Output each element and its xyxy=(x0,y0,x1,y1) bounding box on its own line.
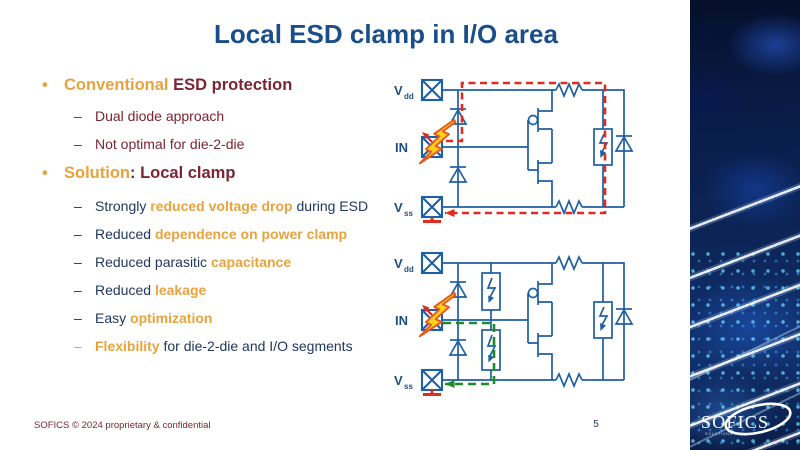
power-clamp-icon xyxy=(593,90,613,207)
text-run: Reduced parasitic xyxy=(95,254,211,270)
esd-diode-to-vss xyxy=(448,339,468,356)
page-number: 5 xyxy=(593,419,599,430)
bullet-not-optimal: – Not optimal for die-2-die xyxy=(42,134,394,154)
text-run: Flexibility xyxy=(95,338,160,354)
lightning-bolt-icon xyxy=(418,291,457,338)
power-clamp-icon xyxy=(593,263,613,380)
text-run: Strongly xyxy=(95,198,151,214)
pad-labels: V dd IN V ss xyxy=(394,256,414,391)
vss-pad-icon xyxy=(420,368,444,392)
footer-copyright: SOFICS © 2024 proprietary & confidential xyxy=(34,420,211,431)
local-clamp-circuit-diagram: V dd IN V ss xyxy=(394,251,634,396)
vdd-label-sub: dd xyxy=(404,92,414,101)
vss-label: V xyxy=(394,373,403,388)
esd-current-path-green xyxy=(443,321,496,388)
conventional-esd-circuit-diagram: V dd IN V ss xyxy=(394,78,634,223)
text-run: for die-2-die and I/O segments xyxy=(159,338,353,354)
logo-swoosh-icon xyxy=(724,402,792,436)
text-run: Easy xyxy=(95,310,131,326)
bullet-optimization: – Easy optimization xyxy=(42,308,394,328)
vss-label-sub: ss xyxy=(404,209,413,218)
vdd-label-sub: dd xyxy=(404,265,414,274)
bullet-voltage-drop: – Strongly reduced voltage drop during E… xyxy=(42,196,394,216)
text-run: Reduced xyxy=(95,226,155,242)
in-label: IN xyxy=(395,140,408,155)
ground-icon xyxy=(423,390,441,396)
bullet-flexibility: – Flexibility for die-2-die and I/O segm… xyxy=(42,336,394,356)
vss-label: V xyxy=(394,200,403,215)
right-diode-icon xyxy=(614,135,634,152)
text-run: during ESD xyxy=(292,198,369,214)
circuit-board-photo: SOFICS SOLUTIONS FOR ICS xyxy=(690,0,800,450)
text-run: Not optimal for die-2-die xyxy=(95,136,245,152)
vdd-pad-icon xyxy=(420,78,444,102)
dash-marker: – xyxy=(74,282,82,298)
text-run: Dual diode approach xyxy=(95,108,225,124)
text-run: optimization xyxy=(130,310,213,326)
rail-resistor-bottom xyxy=(555,198,583,216)
dash-marker: – xyxy=(74,310,82,326)
esd-current-path-red xyxy=(422,81,607,217)
text-run: reduced voltage drop xyxy=(150,198,293,214)
dash-marker: – xyxy=(74,338,82,354)
text-run: : Local clamp xyxy=(129,164,236,182)
bullet-conventional: • Conventional ESD protection xyxy=(42,74,394,96)
right-diode-icon xyxy=(614,308,634,325)
bullet-solution: • Solution: Local clamp xyxy=(42,162,394,184)
dash-marker: – xyxy=(74,198,82,214)
slide-title: Local ESD clamp in I/O area xyxy=(214,19,558,49)
dash-marker: – xyxy=(74,108,82,124)
logo-text: SOFICS xyxy=(701,412,769,432)
bullet-leakage: – Reduced leakage xyxy=(42,280,394,300)
rail-resistor-top xyxy=(555,254,583,272)
cmos-inverter-icon xyxy=(527,90,553,207)
dash-marker: – xyxy=(74,254,82,270)
esd-diode-to-vdd xyxy=(448,281,468,298)
dash-marker: – xyxy=(74,136,82,152)
text-run: leakage xyxy=(154,282,207,298)
text-run: Solution xyxy=(64,164,130,182)
text-run: Reduced xyxy=(95,282,155,298)
rail-resistor-top xyxy=(555,81,583,99)
circuit-wiring xyxy=(442,89,625,208)
vdd-pad-icon xyxy=(420,251,444,275)
bullet-dual-diode: – Dual diode approach xyxy=(42,106,394,126)
bullet-capacitance: – Reduced parasitic capacitance xyxy=(42,252,394,272)
text-run: ESD protection xyxy=(168,76,293,94)
local-clamp-lower-icon xyxy=(481,329,501,371)
text-run: Conventional xyxy=(64,76,169,94)
vss-label-sub: ss xyxy=(404,382,413,391)
cmos-inverter-icon xyxy=(527,263,553,380)
esd-diode-to-vss xyxy=(448,166,468,183)
in-label: IN xyxy=(395,313,408,328)
dash-marker: – xyxy=(74,226,82,242)
ground-icon xyxy=(423,217,441,223)
logo-tagline: SOLUTIONS FOR ICS xyxy=(705,432,755,436)
pad-labels: V dd IN V ss xyxy=(394,83,414,218)
lightning-bolt-icon xyxy=(418,118,457,165)
local-clamp-upper-icon xyxy=(481,263,501,380)
rail-resistor-bottom xyxy=(555,371,583,389)
sofics-logo: SOFICS SOLUTIONS FOR ICS xyxy=(695,402,795,444)
bullet-dependence: – Reduced dependence on power clamp xyxy=(42,224,394,244)
vdd-label: V xyxy=(394,256,403,271)
zap-arrow-icon xyxy=(422,305,433,316)
bullet-marker: • xyxy=(42,76,48,94)
text-run: dependence on power clamp xyxy=(154,226,348,242)
circuit-wiring xyxy=(442,262,625,381)
text-run: capacitance xyxy=(210,254,292,270)
bullet-marker: • xyxy=(42,164,48,182)
vss-pad-icon xyxy=(420,195,444,219)
vdd-label: V xyxy=(394,83,403,98)
bullet-list: • Conventional ESD protection – Dual dio… xyxy=(42,74,394,356)
